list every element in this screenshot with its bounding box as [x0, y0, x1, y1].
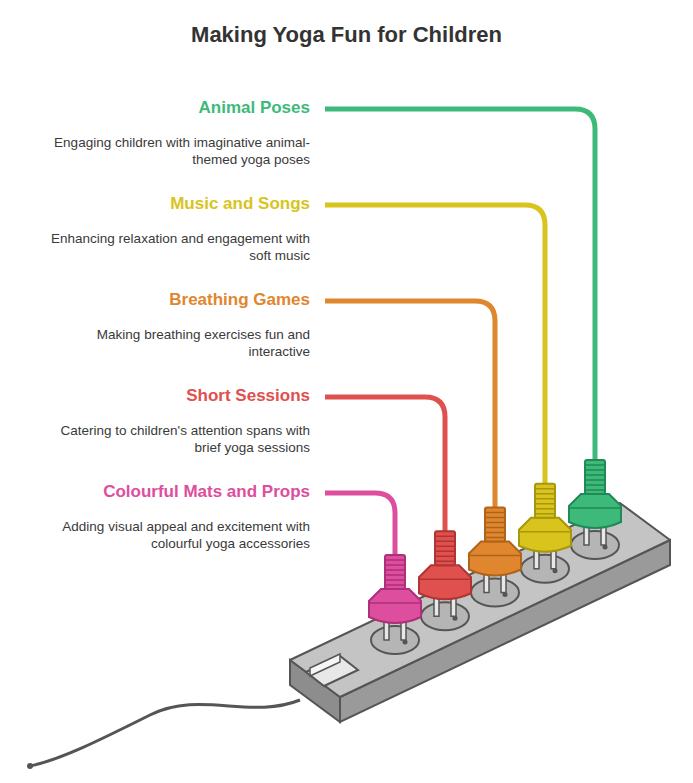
plug-prong	[434, 598, 439, 616]
thread	[385, 584, 405, 586]
socket	[421, 602, 469, 630]
socket	[521, 555, 569, 583]
cable	[325, 397, 445, 531]
item-description: Making breathing exercises fun and inter…	[40, 326, 310, 360]
cables	[325, 109, 595, 555]
item-heading: Short Sessions	[186, 386, 310, 406]
plug-sleeve	[585, 460, 605, 494]
plug-sleeve	[435, 531, 455, 565]
thread	[485, 512, 505, 514]
plug-prong	[484, 575, 489, 593]
cable	[325, 301, 495, 508]
plug-prong	[584, 527, 589, 545]
thread	[585, 464, 605, 466]
plug-body	[519, 518, 571, 552]
plug-edge	[419, 579, 471, 581]
plug	[469, 508, 521, 593]
item-heading: Animal Poses	[199, 98, 311, 118]
cable	[325, 109, 595, 460]
plug-edge	[369, 602, 421, 604]
thread	[485, 532, 505, 534]
item-description: Enhancing relaxation and engagement with…	[40, 230, 310, 264]
cord-end	[27, 763, 33, 769]
plugs	[369, 460, 621, 640]
thread	[435, 556, 455, 558]
plug-prong	[401, 622, 406, 640]
socket	[571, 531, 619, 559]
thread	[385, 574, 405, 576]
thread	[585, 469, 605, 471]
thread	[535, 508, 555, 510]
plug	[419, 531, 471, 616]
plug-prong	[601, 527, 606, 545]
item-heading: Breathing Games	[169, 290, 310, 310]
item-description: Catering to children's attention spans w…	[40, 422, 310, 456]
plug-body	[469, 542, 521, 576]
thread	[435, 561, 455, 563]
thread	[535, 488, 555, 490]
thread	[385, 569, 405, 571]
strip-top	[290, 503, 670, 697]
thread	[535, 498, 555, 500]
plug-prong	[534, 551, 539, 569]
plug-sleeve	[535, 484, 555, 518]
plug-prong	[451, 598, 456, 616]
plug-prong	[551, 551, 556, 569]
thread	[385, 579, 405, 581]
item-description: Adding visual appeal and excitement with…	[40, 518, 310, 552]
plug-body	[419, 565, 471, 599]
thread	[435, 541, 455, 543]
thread	[385, 559, 405, 561]
item-description: Engaging children with imaginative anima…	[40, 134, 310, 168]
thread	[385, 564, 405, 566]
thread	[585, 484, 605, 486]
thread	[585, 474, 605, 476]
diagram-title: Making Yoga Fun for Children	[0, 22, 693, 48]
item-heading: Colourful Mats and Props	[103, 482, 310, 502]
plug-sleeve	[485, 508, 505, 542]
thread	[435, 536, 455, 538]
item-heading: Music and Songs	[170, 194, 310, 214]
cable	[325, 205, 545, 484]
plug-prong	[384, 622, 389, 640]
plug-sleeve	[385, 555, 405, 589]
cable	[325, 493, 395, 555]
thread	[485, 527, 505, 529]
socket	[471, 579, 519, 607]
strip-front	[340, 540, 670, 722]
thread	[485, 522, 505, 524]
plug	[569, 460, 621, 545]
plug-prong	[501, 575, 506, 593]
thread	[585, 479, 605, 481]
thread	[535, 503, 555, 505]
thread	[535, 513, 555, 515]
power-cord	[30, 700, 300, 766]
thread	[435, 551, 455, 553]
plug-body	[369, 589, 421, 623]
plug-edge	[519, 531, 571, 533]
plug-edge	[469, 555, 521, 557]
switch-rocker	[310, 654, 340, 676]
plug	[369, 555, 421, 640]
socket	[371, 626, 419, 654]
thread	[585, 489, 605, 491]
plug-edge	[569, 507, 621, 509]
plug	[519, 484, 571, 569]
thread	[435, 546, 455, 548]
thread	[535, 493, 555, 495]
plug-body	[569, 494, 621, 528]
thread	[485, 537, 505, 539]
thread	[485, 517, 505, 519]
